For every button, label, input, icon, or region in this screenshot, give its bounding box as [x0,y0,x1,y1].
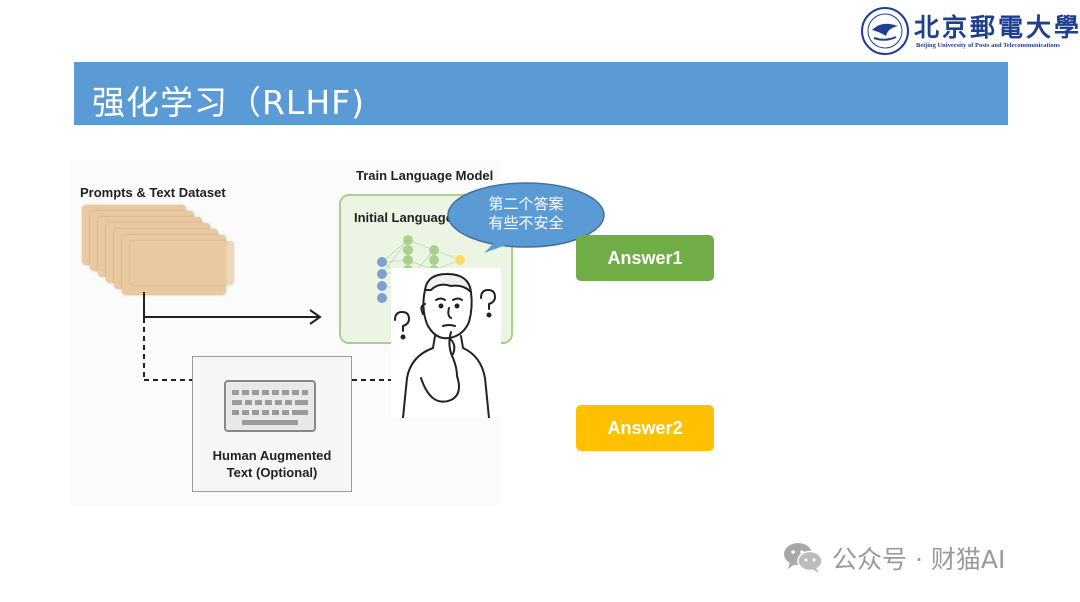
dataset-stack-icon [82,205,242,295]
wechat-icon [784,543,823,573]
thinking-person-illustration [391,268,501,419]
logo-chinese-name: 北京郵電大學 [914,13,1080,42]
train-model-label: Train Language Model [356,168,494,183]
bubble-line2: 有些不安全 [488,214,564,232]
university-seal-icon [861,7,909,55]
logo-english-name: Beijing University of Posts and Telecomm… [916,42,1060,49]
speech-bubble [447,182,605,253]
human-label-line2: Text (Optional) [226,465,318,480]
speech-bubble-text: 第二个答案 有些不安全 [460,195,592,233]
initial-model-label: Initial Language [354,210,453,225]
bubble-line1: 第二个答案 [488,195,564,213]
answer1-box: Answer1 [576,235,714,281]
title-bar [74,62,1008,125]
human-label-line1: Human Augmented [212,448,332,463]
footer-watermark: 公众号 · 财猫AI [832,545,1006,574]
prompts-dataset-label: Prompts & Text Dataset [80,185,226,200]
answer2-box: Answer2 [576,405,714,451]
human-augmented-label: Human Augmented Text (Optional) [192,447,352,481]
keyboard-icon [224,380,316,432]
slide-title: 强化学习（RLHF) [92,83,365,122]
